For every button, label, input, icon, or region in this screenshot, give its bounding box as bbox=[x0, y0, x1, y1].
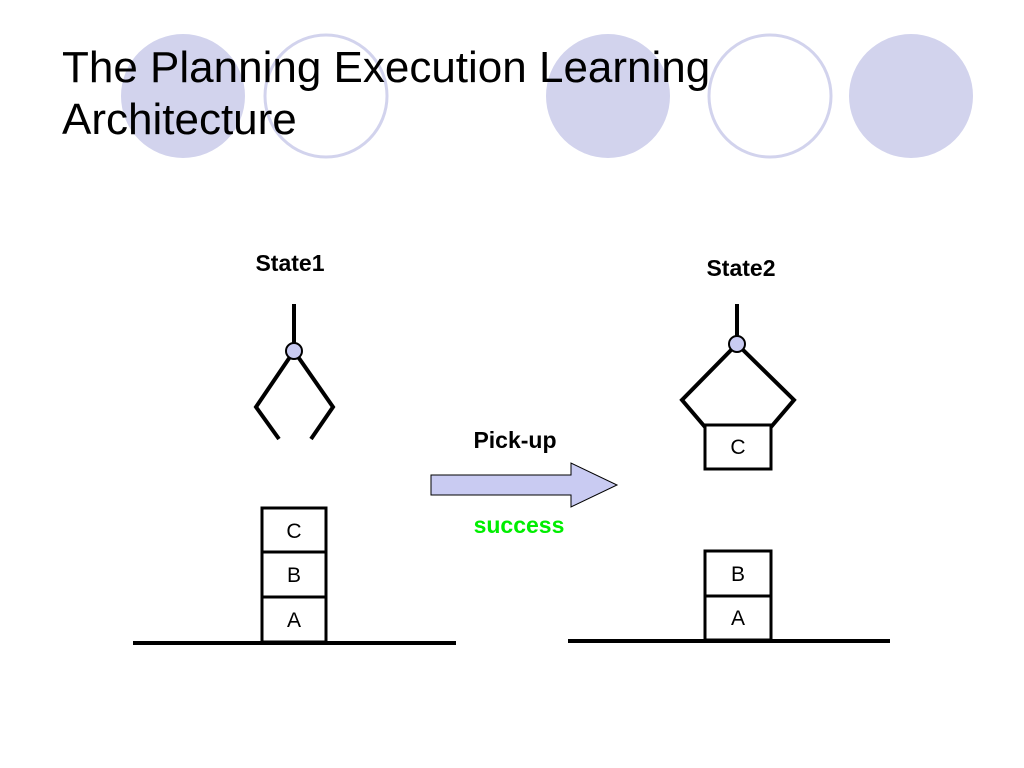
block-a: A bbox=[703, 594, 773, 642]
block-a-label: A bbox=[287, 609, 301, 632]
state2-group: State2 C B A bbox=[568, 255, 890, 643]
state1-stack: C B A bbox=[260, 506, 328, 644]
deco-circle-outline bbox=[263, 33, 389, 159]
block-b-label: B bbox=[731, 563, 745, 586]
deco-circle-filled bbox=[849, 34, 973, 158]
result-label: success bbox=[474, 512, 565, 538]
block-b: B bbox=[260, 550, 328, 599]
block-b: B bbox=[703, 549, 773, 598]
state1-gripper-open-icon bbox=[253, 304, 336, 441]
state1-label: State1 bbox=[255, 250, 324, 276]
block-a-label: A bbox=[731, 607, 745, 630]
deco-circle-filled bbox=[121, 34, 245, 158]
held-block-c-label: C bbox=[730, 436, 745, 459]
block-c-label: C bbox=[286, 520, 301, 543]
state2-gripper-closed-icon bbox=[679, 304, 797, 429]
state2-label: State2 bbox=[706, 255, 775, 281]
state1-gripper-pivot-icon bbox=[285, 342, 303, 360]
title-decoration bbox=[121, 33, 973, 159]
deco-circle-filled bbox=[546, 34, 670, 158]
slide-title: The Planning Execution Learning Architec… bbox=[62, 43, 711, 144]
transition-arrow-icon bbox=[430, 462, 619, 508]
held-block-c: C bbox=[703, 423, 773, 471]
block-a: A bbox=[260, 595, 328, 644]
state1-group: State1 C B A bbox=[133, 250, 456, 645]
block-b-label: B bbox=[287, 564, 301, 587]
action-label: Pick-up bbox=[473, 427, 556, 453]
state2-gripper-pivot-icon bbox=[728, 335, 746, 353]
state2-stack: B A bbox=[703, 549, 773, 642]
block-c: C bbox=[260, 506, 328, 554]
transition-group: Pick-up success bbox=[430, 427, 619, 538]
deco-circle-outline bbox=[707, 33, 833, 159]
